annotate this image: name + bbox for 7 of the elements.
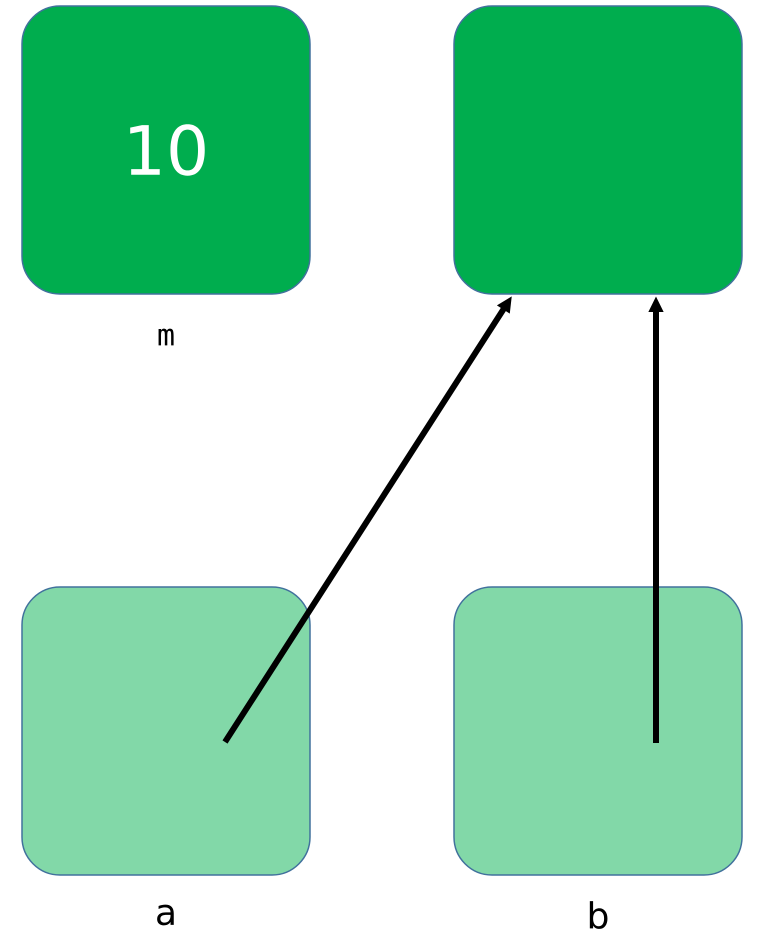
node-caption: m xyxy=(158,328,174,346)
number-box: 10 xyxy=(21,5,311,295)
node-caption: a xyxy=(157,904,174,926)
rounded-box xyxy=(453,5,743,295)
rounded-box xyxy=(21,586,311,876)
rounded-box xyxy=(453,586,743,876)
node-caption: b xyxy=(590,901,608,929)
